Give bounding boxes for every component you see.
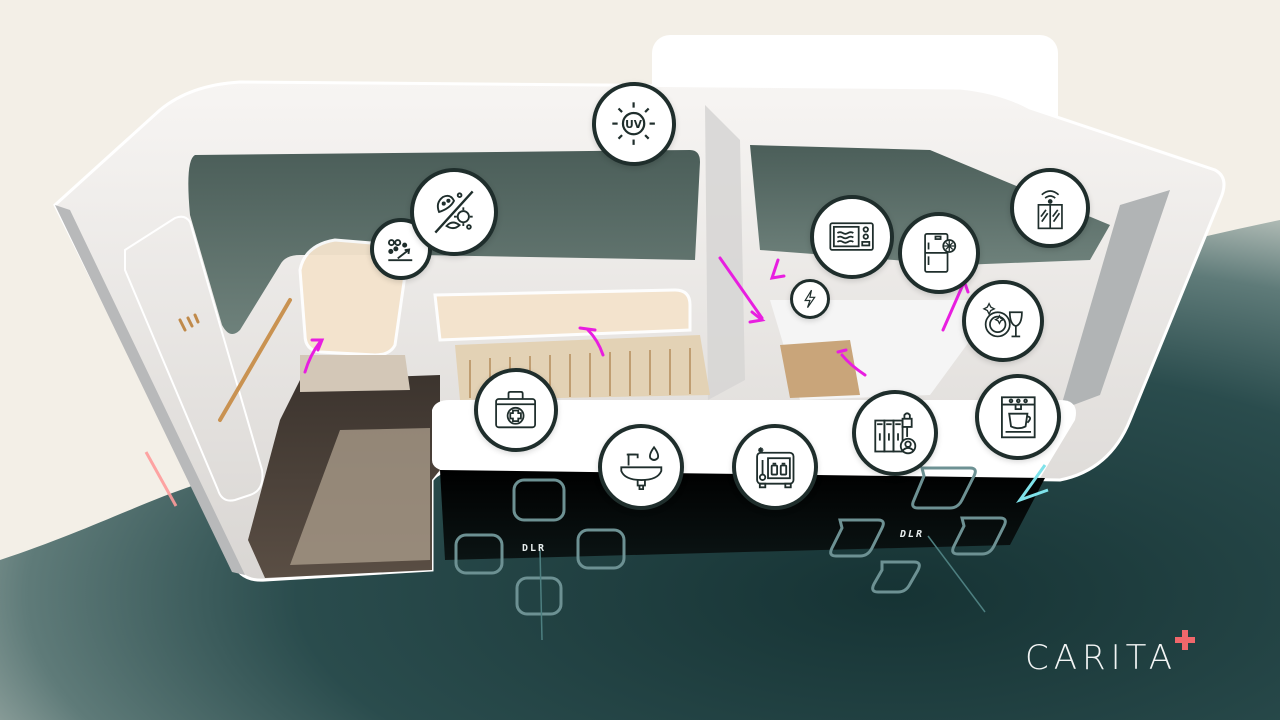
smart-window-wifi-icon[interactable] [1010, 168, 1090, 248]
first-aid-kit-icon[interactable] [474, 368, 558, 452]
dishwasher-icon[interactable] [962, 280, 1044, 362]
svg-text:UV: UV [626, 118, 644, 131]
plus-icon [1175, 630, 1196, 650]
logo-text: CARITA [1025, 638, 1178, 678]
anti-bacterial-icon[interactable] [410, 168, 498, 256]
dlr-label-right: DLR [900, 529, 925, 540]
refrigerator-icon[interactable] [898, 212, 980, 294]
power-outlet-icon[interactable] [790, 279, 830, 319]
sink-water-icon[interactable] [598, 424, 684, 510]
dlr-label-left: DLR [522, 543, 547, 554]
microwave-icon[interactable] [810, 195, 894, 279]
coffee-machine-icon[interactable] [975, 374, 1061, 460]
medicine-cooler-icon[interactable] [732, 424, 818, 510]
secure-lockers-icon[interactable] [852, 390, 938, 476]
carita-logo: CARITA [1025, 630, 1196, 678]
uv-disinfection-icon[interactable]: UV [592, 82, 676, 166]
